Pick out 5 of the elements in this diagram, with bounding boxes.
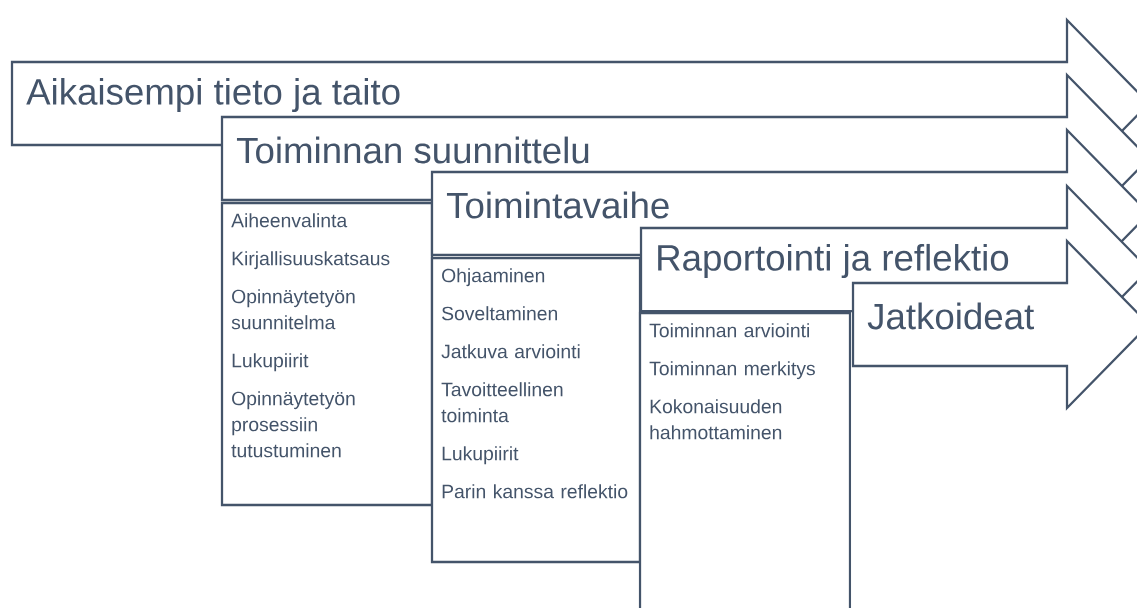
node-label: Jatkoideat	[867, 302, 1034, 330]
node-label: Toiminnan suunnittelu	[236, 136, 589, 164]
list-box: Aiheenvalinta Kirjallisuuskatsaus Opinnäytetyön suunnitelma Lukupiirit Opinnäytetyön prosessiin tutustuminen	[220, 201, 434, 507]
list-box: Ohjaaminen Soveltaminen Jatkuva arviointi Tavoitteellinen toiminta Lukupiirit Parin kanssa reflektio	[430, 256, 642, 564]
list-box: Toiminnan arviointi Toiminnan merkitys Kokonaisuuden hahmottaminen	[638, 311, 852, 608]
